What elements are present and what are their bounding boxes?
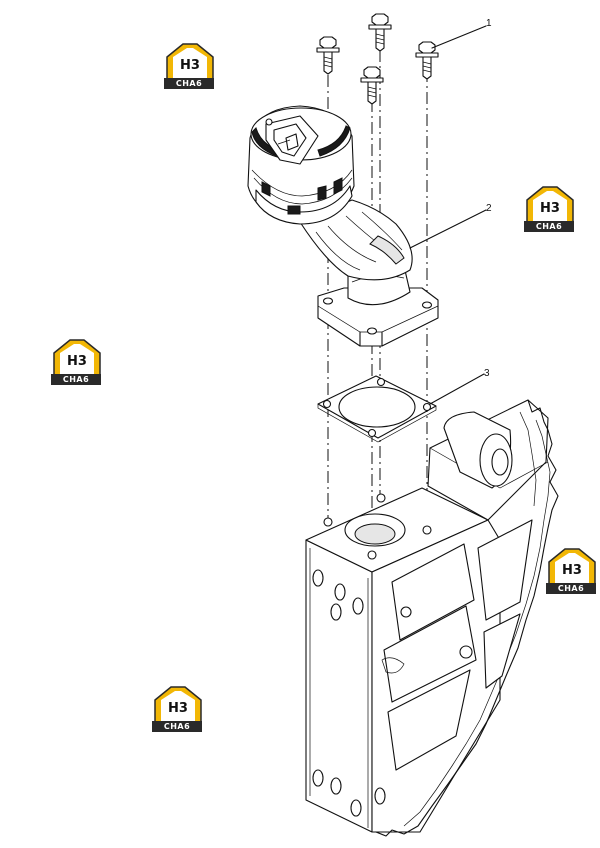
watermark-logo: H3 CHA6 [545,546,599,594]
bolt-set [316,13,439,105]
watermark-logo: H3 CHA6 [50,337,104,385]
watermark-caption: CHA6 [152,721,202,732]
watermark-mark: H3 [67,354,87,369]
bolt [316,36,340,75]
watermark-caption: CHA6 [164,78,214,89]
callout-2: 2 [409,203,492,249]
callout-1: 1 [431,18,492,49]
watermark-mark: H3 [562,563,582,578]
watermark-mark: H3 [180,58,200,73]
watermark-logo: H3 CHA6 [151,684,205,732]
mounting-bracket [305,399,559,837]
watermark-caption: CHA6 [51,374,101,385]
callout-label-3: 3 [484,368,490,379]
watermark-caption: CHA6 [524,221,574,232]
watermark-mark: H3 [540,201,560,216]
control-lever [247,105,439,347]
watermark-logo: H3 CHA6 [523,184,577,232]
callout-label-2: 2 [486,203,492,214]
bolt [415,41,439,80]
watermark-logo: H3 CHA6 [163,41,217,89]
watermark-caption: CHA6 [546,583,596,594]
callout-label-1: 1 [486,18,492,29]
callout-3: 3 [429,368,490,405]
bolt [368,13,392,52]
watermark-mark: H3 [168,701,188,716]
flange-gasket [317,375,437,443]
bolt [360,66,384,105]
